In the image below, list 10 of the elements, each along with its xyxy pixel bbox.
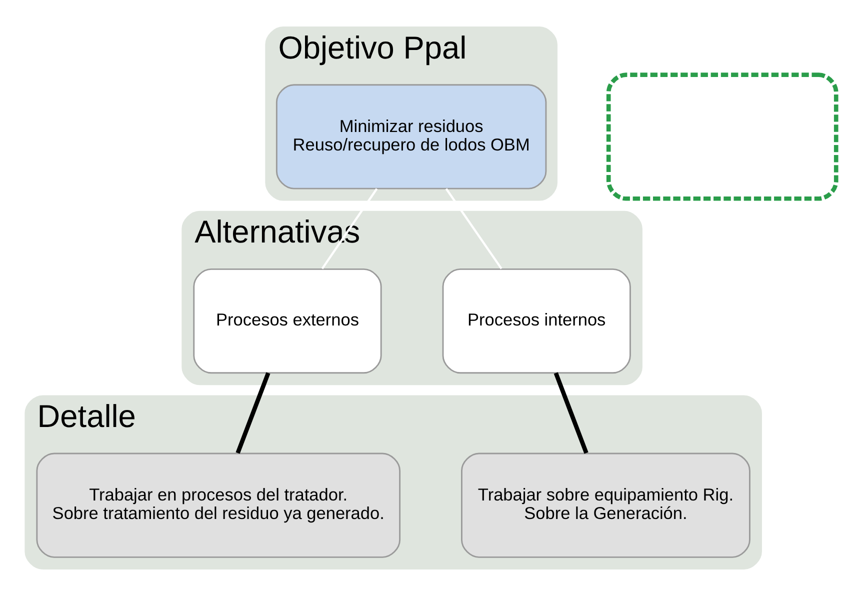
connector xyxy=(554,372,588,454)
connector xyxy=(236,372,270,454)
node-box: Trabajar sobre equipamiento Rig. Sobre la Generación. xyxy=(461,452,750,558)
connector xyxy=(321,188,378,270)
node-box xyxy=(606,72,838,201)
connector xyxy=(445,188,502,270)
node-box: Procesos internos xyxy=(442,268,631,374)
node-box: Procesos externos xyxy=(193,268,382,374)
node-box: Trabajar en procesos del tratador. Sobre tratamiento del residuo ya generado. xyxy=(36,452,401,558)
node-box: Minimizar residuos Reuso/recupero de lodos OBM xyxy=(276,84,547,190)
